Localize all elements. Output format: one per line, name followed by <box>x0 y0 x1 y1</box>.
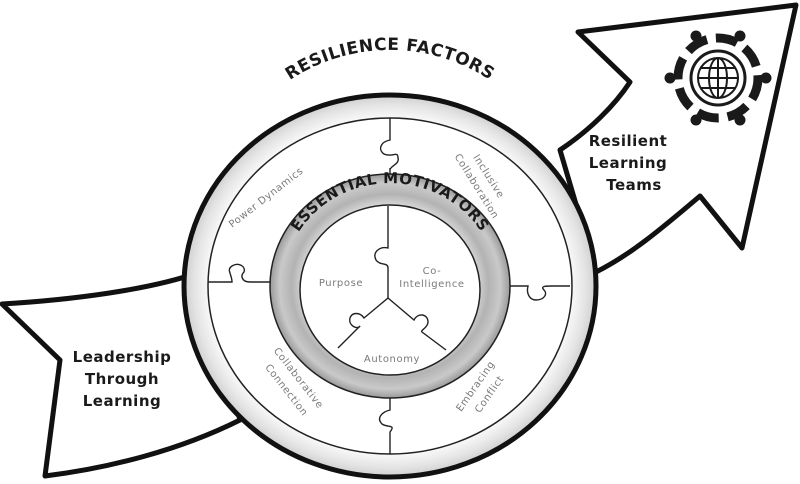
svg-text:Learning: Learning <box>589 154 668 172</box>
inner-puzzle-dividers <box>337 206 447 351</box>
outer-puzzle-dividers <box>208 118 570 454</box>
svg-text:Intelligence: Intelligence <box>399 279 464 290</box>
motivator-co-intelligence: Co- Intelligence <box>399 266 464 290</box>
svg-text:Co-: Co- <box>423 266 442 277</box>
motivator-autonomy: Autonomy <box>364 354 420 365</box>
svg-text:Resilient: Resilient <box>589 132 668 150</box>
left-arrow-label: Leadership Through Learning <box>73 348 172 410</box>
right-arrow-label: Resilient Learning Teams <box>589 132 668 194</box>
svg-text:Learning: Learning <box>83 392 162 410</box>
essential-motivators-disk <box>299 204 481 376</box>
motivator-purpose: Purpose <box>319 278 363 289</box>
svg-text:Teams: Teams <box>606 176 662 194</box>
people-heads <box>664 30 772 126</box>
svg-text:Through: Through <box>85 370 159 388</box>
resilience-factors-title: RESILIENCE FACTORS <box>282 35 498 84</box>
svg-text:Leadership: Leadership <box>73 348 172 366</box>
globe-icon <box>697 57 739 99</box>
globe-with-people-circle-icon <box>664 30 772 126</box>
